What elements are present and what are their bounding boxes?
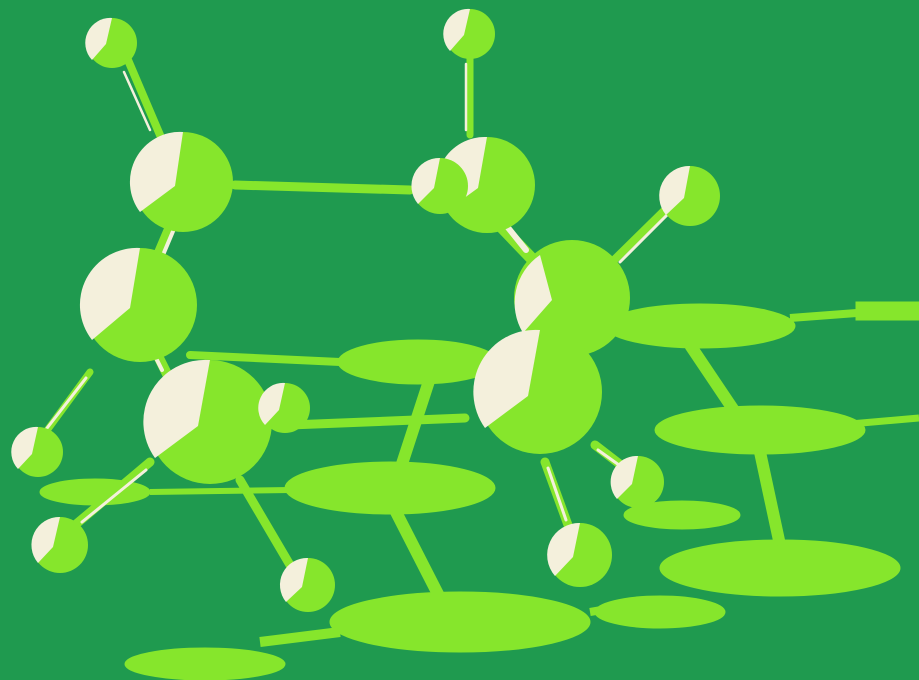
shadow-ellipse <box>659 539 901 597</box>
atom <box>659 165 720 226</box>
bond-highlight <box>42 376 88 434</box>
shadow-bar <box>389 507 446 601</box>
shadow-bar <box>259 627 341 647</box>
shadow-bar <box>589 596 661 616</box>
shadow-bar <box>789 308 871 322</box>
shadow-ellipse <box>604 303 796 349</box>
bond <box>186 351 344 366</box>
shadow-ellipse <box>623 500 741 530</box>
atom-layer <box>11 8 720 612</box>
shadow-layer <box>39 301 919 680</box>
bond-highlight <box>618 208 674 264</box>
shadow-bar <box>849 414 919 428</box>
atom <box>31 516 88 573</box>
atom <box>11 426 63 477</box>
bond <box>285 413 470 430</box>
atom <box>85 17 137 68</box>
bond-highlight <box>546 466 568 522</box>
shadow-ellipse <box>337 339 499 385</box>
bond-highlight <box>122 70 152 132</box>
atom <box>143 359 272 484</box>
bond <box>124 56 164 139</box>
shadow-ellipse <box>39 478 151 506</box>
bond <box>70 457 155 530</box>
atom <box>443 8 495 59</box>
bond <box>230 180 415 195</box>
shadow-ellipse <box>284 461 496 515</box>
shadow-ellipse <box>124 647 286 680</box>
shadow-bar <box>754 450 786 547</box>
atom <box>547 522 612 587</box>
bond-highlight <box>80 468 148 524</box>
shadow-ellipse <box>329 591 591 653</box>
shadow-bar <box>149 487 291 495</box>
atom <box>129 131 233 232</box>
atom <box>473 329 602 454</box>
atom <box>258 382 310 433</box>
atom <box>79 247 197 362</box>
shadow-ellipse <box>654 405 866 455</box>
atom <box>411 157 468 214</box>
atom <box>279 557 335 612</box>
atom <box>610 455 664 508</box>
shadow-bar <box>685 341 740 416</box>
atom <box>514 240 630 356</box>
bond <box>608 201 674 266</box>
bond <box>235 475 295 570</box>
